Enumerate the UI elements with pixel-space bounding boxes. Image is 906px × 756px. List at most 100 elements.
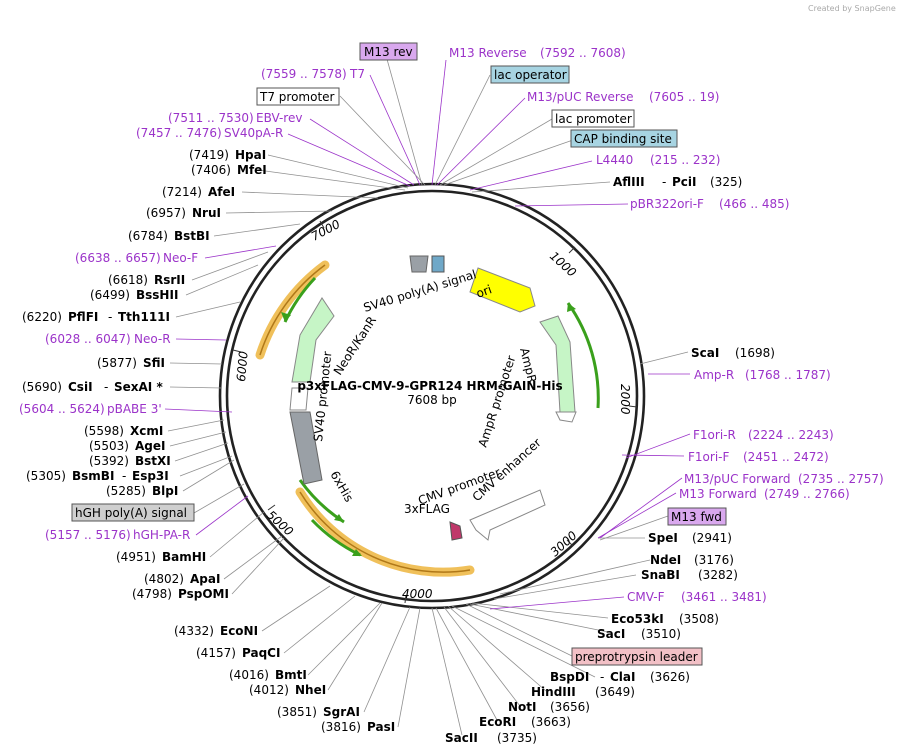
- primer-amp-r: Amp-R: [694, 368, 734, 382]
- primer-neo-f-range: (6638 .. 6657): [75, 251, 161, 265]
- enzyme-sacii: SacII: [445, 731, 478, 745]
- primer-cmv-f-range: (3461 .. 3481): [681, 590, 767, 604]
- svg-text:(3510): (3510): [641, 627, 681, 641]
- label-sv40-polya: SV40 poly(A) signal: [362, 267, 478, 315]
- enzyme-mfei: MfeI: [237, 163, 267, 177]
- enzyme-ecori: EcoRI: [479, 715, 516, 729]
- box-cap-binding-site: CAP binding site: [574, 132, 672, 146]
- enzyme-bmti: BmtI: [275, 668, 307, 682]
- enzyme-pcii: PciI: [672, 175, 697, 189]
- hgh-feature: [289, 411, 323, 485]
- enzyme-bstbi: BstBI: [174, 229, 210, 243]
- svg-text:(5392): (5392): [89, 454, 129, 468]
- svg-text:(5305): (5305): [26, 469, 66, 483]
- primer-hgh-pa-r-range: (5157 .. 5176): [45, 528, 131, 542]
- primer-m13puc-forward: M13/pUC Forward: [684, 472, 791, 486]
- primer-neo-f: Neo-F: [163, 251, 198, 265]
- svg-text:(6499): (6499): [90, 288, 130, 302]
- enzyme-bstxi: BstXI: [135, 454, 171, 468]
- svg-text:(4332): (4332): [174, 624, 214, 638]
- enzyme-nhei: NheI: [295, 683, 326, 697]
- svg-text:(1698): (1698): [735, 346, 775, 360]
- enzyme-spei: SpeI: [648, 531, 678, 545]
- svg-text:(3663): (3663): [531, 715, 571, 729]
- svg-text:(325): (325): [710, 175, 742, 189]
- neor-feature: [291, 297, 335, 383]
- enzyme-sfii: SfiI: [143, 356, 165, 370]
- primer-cmv-f: CMV-F: [627, 590, 665, 604]
- primer-m13puc-reverse: M13/pUC Reverse: [527, 90, 634, 104]
- ampr-promoter-feature: [555, 411, 577, 423]
- enzyme-esp3i: Esp3I: [132, 469, 169, 483]
- svg-text:(3816): (3816): [321, 720, 361, 734]
- label-6xhis: 6xHis: [327, 469, 356, 505]
- enzyme-noti: NotI: [508, 700, 537, 714]
- primer-m13puc-forward-range: (2735 .. 2757): [798, 472, 884, 486]
- tick-label-6000: 6000: [234, 350, 251, 382]
- label-ampr-promoter: AmpR promoter: [476, 354, 519, 449]
- primer-m13-forward-range: (2749 .. 2766): [764, 487, 850, 501]
- svg-text:(7419): (7419): [189, 148, 229, 162]
- primer-t7: T7: [349, 67, 365, 81]
- enzyme-sgrai: SgrAI: [323, 705, 360, 719]
- enzyme-afei: AfeI: [208, 185, 235, 199]
- svg-text:(7406): (7406): [191, 163, 231, 177]
- enzyme-xcmi: XcmI: [130, 424, 163, 438]
- svg-text:(6957): (6957): [146, 206, 186, 220]
- enzyme-bsshii: BssHII: [136, 288, 178, 302]
- primer-neo-r-range: (6028 .. 6047): [45, 332, 131, 346]
- primer-m13puc-reverse-range: (7605 .. 19): [649, 90, 719, 104]
- boxed-labels: M13 rev lac operator T7 promoter lac pro…: [71, 42, 727, 666]
- svg-text:(6618): (6618): [108, 273, 148, 287]
- enzyme-snabi: SnaBI: [641, 568, 680, 582]
- svg-text:(3176): (3176): [694, 553, 734, 567]
- svg-text:(3649): (3649): [595, 685, 635, 699]
- svg-text:(5598): (5598): [84, 424, 124, 438]
- enzyme-hpai: HpaI: [235, 148, 266, 162]
- svg-text:-: -: [104, 380, 108, 394]
- svg-text:(6220): (6220): [22, 310, 62, 324]
- enzyme-bspdi: BspDI: [550, 670, 589, 684]
- enzyme-labels-right: AflIII - PciI (325) ScaI (1698) SpeI (29…: [445, 175, 775, 745]
- tick-label-1000: 1000: [547, 249, 579, 280]
- flag-feature: [449, 521, 463, 541]
- svg-text:(7214): (7214): [162, 185, 202, 199]
- label-neor: NeoR/KanR: [331, 314, 379, 378]
- tick-label-4000: 4000: [402, 587, 433, 601]
- label-sv40-promoter: SV40 promoter: [311, 351, 334, 443]
- enzyme-tth111i: Tth111I: [118, 310, 170, 324]
- lac-features-block: [431, 255, 445, 273]
- plasmid-name: p3xFLAG-CMV-9-GPR124 HRM-GAIN-His: [297, 379, 562, 393]
- svg-text:(5877): (5877): [97, 356, 137, 370]
- enzyme-rsrii: RsrII: [154, 273, 185, 287]
- box-m13-rev: M13 rev: [364, 45, 413, 59]
- svg-text:(3508): (3508): [679, 612, 719, 626]
- enzyme-afliii: AflIII: [613, 175, 645, 189]
- svg-text:(4012): (4012): [249, 683, 289, 697]
- primer-neo-r: Neo-R: [134, 332, 171, 346]
- primer-t7-range: (7559 .. 7578): [261, 67, 347, 81]
- ampr-feature: [539, 315, 576, 413]
- svg-text:(2941): (2941): [692, 531, 732, 545]
- svg-text:(4016): (4016): [229, 668, 269, 682]
- ori-feature: [469, 267, 536, 313]
- primer-pbabe3: pBABE 3': [107, 402, 162, 416]
- enzyme-bsmbi: BsmBI: [72, 469, 114, 483]
- enzyme-pspomi: PspOMI: [178, 587, 229, 601]
- svg-text:(5285): (5285): [106, 484, 146, 498]
- svg-text:(3735): (3735): [497, 731, 537, 745]
- primer-l4440-range: (215 .. 232): [650, 153, 720, 167]
- enzyme-pasi: PasI: [367, 720, 395, 734]
- plasmid-size: 7608 bp: [407, 393, 457, 407]
- svg-text:(6784): (6784): [128, 229, 168, 243]
- tick-label-2000: 2000: [618, 384, 632, 415]
- amp-green-arc: [566, 302, 600, 409]
- primer-sv40pa-r-range: (7457 .. 7476): [136, 126, 222, 140]
- leader-lines: [164, 51, 691, 736]
- svg-text:(4951): (4951): [116, 550, 156, 564]
- enzyme-ndei: NdeI: [650, 553, 681, 567]
- box-preprotrypsin-leader: preprotrypsin leader: [575, 650, 698, 664]
- primer-f1ori-f: F1ori-F: [688, 450, 729, 464]
- svg-text:(3626): (3626): [650, 670, 690, 684]
